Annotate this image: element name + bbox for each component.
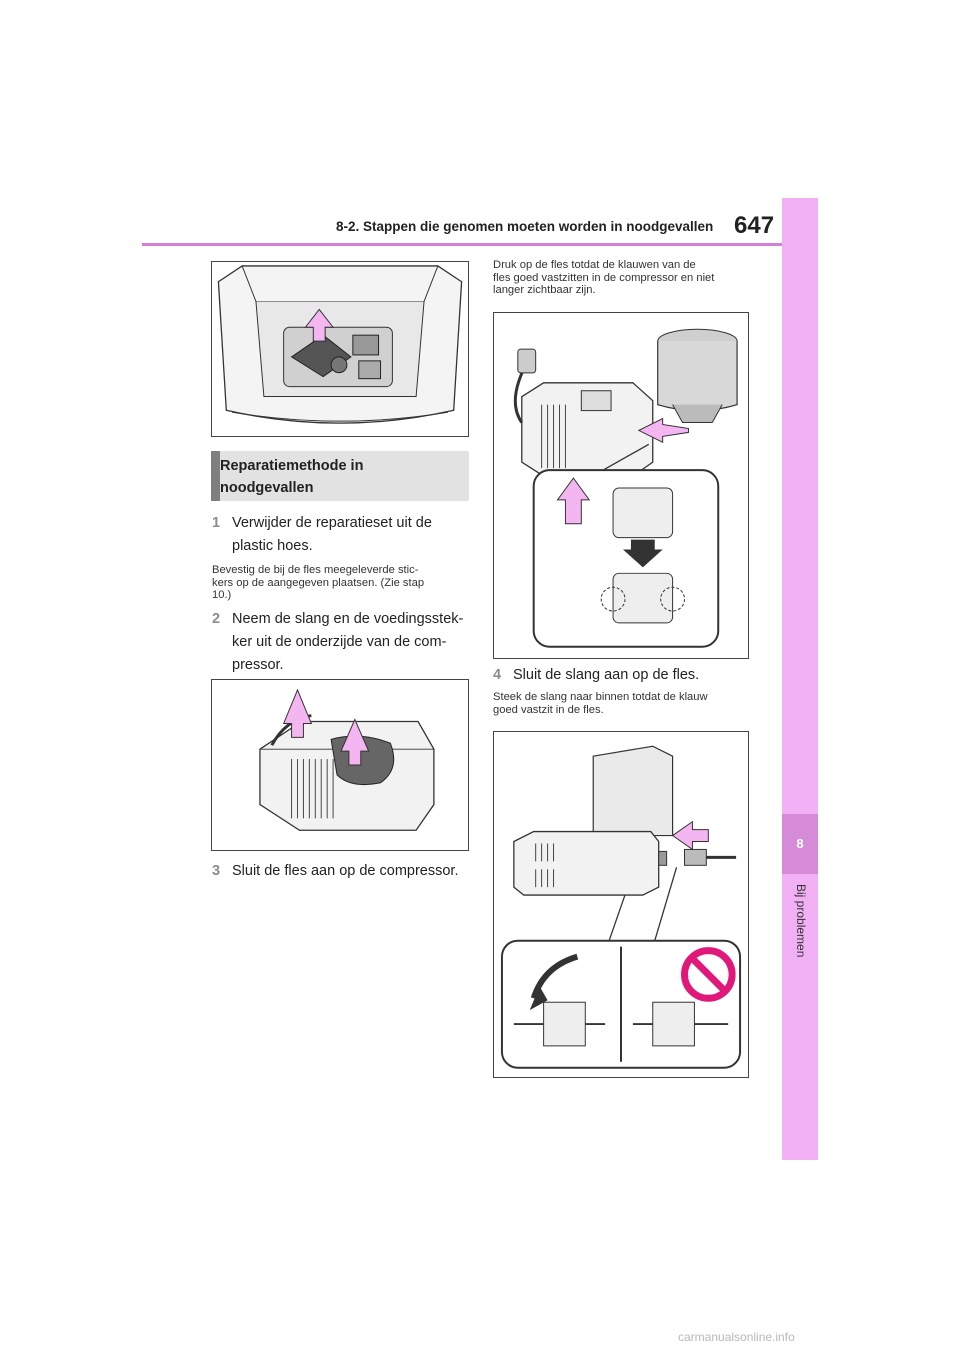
footer-watermark: carmanualsonline.info xyxy=(678,1330,795,1344)
header-rule xyxy=(142,243,782,246)
section-title: Reparatiemethode in noodgevallen xyxy=(220,458,364,496)
step-2-line-1: Neem de slang en de voedingsstek- xyxy=(232,611,464,627)
step-1-line-2: plastic hoes. xyxy=(232,538,313,554)
step-4-line-1: Sluit de slang aan op de fles. xyxy=(513,667,700,683)
figure-bottle-on-compressor xyxy=(493,312,749,659)
step-2-line-3: pressor. xyxy=(232,657,284,673)
chapter-label: Bij problemen xyxy=(794,884,808,958)
chapter-side-tab[interactable] xyxy=(782,198,818,1160)
header-title: 8-2. Stappen die genomen moeten worden i… xyxy=(336,219,714,234)
step-1-line-1: Verwijder de reparatieset uit de xyxy=(232,515,432,531)
step-3-line-1: Sluit de fles aan op de compressor. xyxy=(232,863,459,879)
step-number: 1 xyxy=(212,515,221,531)
step-number: 4 xyxy=(493,667,502,683)
chapter-number: 8 xyxy=(796,836,804,851)
step-1-note: Bevestig de bij de fles meegeleverde sti… xyxy=(212,564,425,601)
step-2-line-2: ker uit de onderzijde van de com- xyxy=(232,634,447,650)
figure-trunk-repair-kit xyxy=(211,261,469,437)
step-4-note: Steek de slang naar binnen totdat de kla… xyxy=(493,691,708,716)
figure-compressor-hose xyxy=(211,679,469,851)
step-number: 3 xyxy=(212,863,221,879)
page-number: 647 xyxy=(734,212,775,239)
step-3-note: Druk op de fles totdat de klauwen van de… xyxy=(493,259,715,296)
step-number: 2 xyxy=(212,611,221,627)
figure-hose-on-bottle xyxy=(493,731,749,1078)
chapter-number-box xyxy=(782,814,818,874)
section-heading-box xyxy=(211,451,469,501)
